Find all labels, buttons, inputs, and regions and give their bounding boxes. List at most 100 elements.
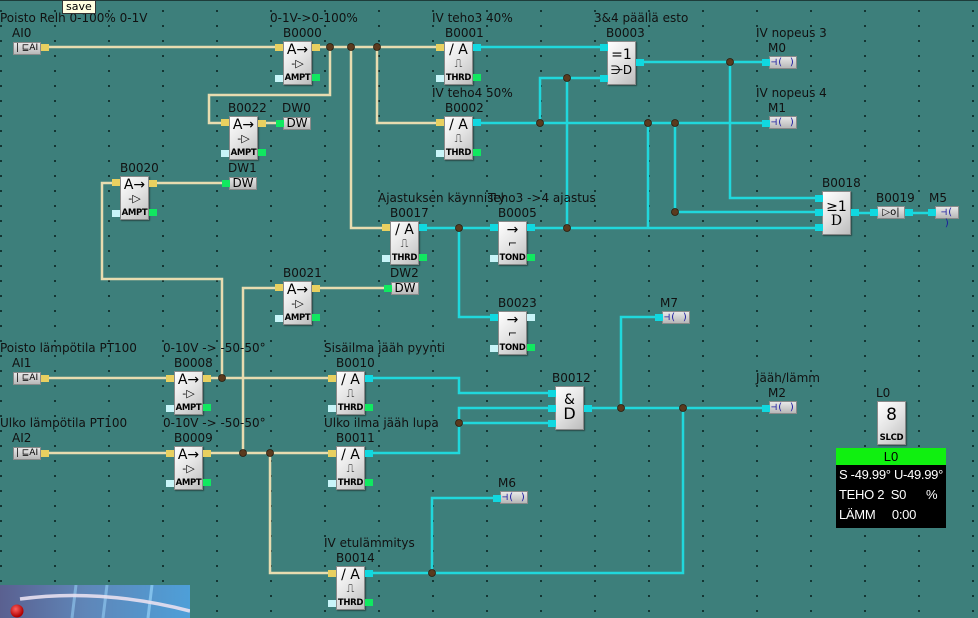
b0011-param-pin[interactable]	[328, 480, 336, 487]
b0002-param-pin[interactable]	[436, 150, 444, 157]
wire-m0-b0018[interactable]	[728, 62, 816, 200]
m0-coil[interactable]: ⊣( )	[769, 56, 797, 69]
wire-b0014-m2[interactable]	[373, 408, 685, 575]
wire-b0002-b0003[interactable]	[538, 76, 601, 123]
b0009-input-pin[interactable]	[166, 450, 174, 457]
b0001-param-pin[interactable]	[436, 75, 444, 82]
m1-coil[interactable]: ⊣( )	[769, 116, 797, 129]
b0005-status-pin[interactable]	[527, 254, 535, 261]
b0001-threshold-block[interactable]: / A ⎍ THRD	[444, 41, 473, 85]
ai1-output-pin[interactable]	[41, 375, 49, 382]
wire-b0010-b0012[interactable]	[373, 376, 549, 395]
b0019-not-block[interactable]: ▷o|	[877, 206, 905, 219]
b0023-on-delay-block[interactable]: → ⌐ TOND	[498, 311, 527, 355]
wire-b0017-b0023[interactable]	[457, 228, 491, 319]
wire-b0000-b0022[interactable]	[207, 47, 332, 125]
wire-b0011-b0012[interactable]	[373, 406, 549, 455]
m1-input-pin[interactable]	[762, 120, 770, 127]
b0023-status-pin[interactable]	[527, 344, 535, 351]
b0012-input-2-pin[interactable]	[548, 405, 556, 412]
b0000-amplifier-block[interactable]: A→ -▷ AMPT	[283, 41, 312, 85]
b0012-output-pin[interactable]	[584, 405, 592, 412]
ai1-block[interactable]: | ⊑AI	[13, 372, 41, 385]
b0002-threshold-block[interactable]: / A ⎍ THRD	[444, 116, 473, 160]
b0009-status-pin[interactable]	[203, 479, 211, 486]
dw0-block[interactable]: DW	[283, 117, 311, 130]
b0005-on-delay-block[interactable]: → ⌐ TOND	[498, 221, 527, 265]
b0002-status-pin[interactable]	[473, 149, 481, 156]
wire-b0014-m6[interactable]	[430, 496, 494, 573]
b0022-status-pin[interactable]	[258, 149, 266, 156]
b0022-amplifier-block[interactable]: A→ -▷ AMPT	[229, 116, 258, 160]
wire-b0009-b0014[interactable]	[268, 453, 329, 575]
ai0-output-pin[interactable]	[41, 44, 49, 51]
b0023-param-pin[interactable]	[490, 345, 498, 352]
wire-b0009-b0021[interactable]	[241, 286, 276, 453]
b0017-status-pin[interactable]	[419, 254, 427, 261]
dw1-input-pin[interactable]	[222, 180, 230, 187]
b0012-input-1-pin[interactable]	[548, 390, 556, 397]
b0022-output-pin[interactable]	[258, 120, 266, 127]
b0023-output-pin[interactable]	[527, 314, 535, 321]
m6-input-pin[interactable]	[493, 495, 501, 502]
b0010-input-pin[interactable]	[328, 375, 336, 382]
b0014-threshold-block[interactable]: / A ⎍ THRD	[336, 566, 365, 610]
dw1-block[interactable]: DW	[229, 177, 257, 190]
b0012-input-3-pin[interactable]	[548, 420, 556, 427]
b0012-and-block[interactable]: & D	[555, 386, 584, 430]
b0021-status-pin[interactable]	[312, 314, 320, 321]
b0014-param-pin[interactable]	[328, 600, 336, 607]
b0010-param-pin[interactable]	[328, 405, 336, 412]
b0005-input-pin[interactable]	[490, 224, 498, 231]
wire-b0000-b0002[interactable]	[375, 47, 437, 125]
b0003-input-2-pin[interactable]	[600, 75, 608, 82]
b0022-param-pin[interactable]	[221, 150, 229, 157]
b0011-input-pin[interactable]	[328, 450, 336, 457]
wire-b0012-m7[interactable]	[619, 315, 657, 408]
b0001-status-pin[interactable]	[473, 74, 481, 81]
m0-input-pin[interactable]	[762, 59, 770, 66]
b0003-xor-block[interactable]: =1 ⋺D	[607, 41, 636, 85]
b0009-amplifier-block[interactable]: A→ -▷ AMPT	[174, 446, 203, 490]
b0008-output-pin[interactable]	[203, 375, 211, 382]
b0010-status-pin[interactable]	[365, 404, 373, 411]
b0021-param-pin[interactable]	[275, 315, 283, 322]
b0018-output-pin[interactable]	[851, 209, 859, 216]
ai0-block[interactable]: | ⊑AI	[13, 42, 41, 55]
b0021-output-pin[interactable]	[312, 285, 320, 292]
b0014-input-pin[interactable]	[328, 570, 336, 577]
b0021-amplifier-block[interactable]: A→ -▷ AMPT	[283, 281, 312, 325]
b0010-threshold-block[interactable]: / A ⎍ THRD	[336, 371, 365, 415]
ai2-output-pin[interactable]	[41, 450, 49, 457]
b0014-output-pin[interactable]	[365, 570, 373, 577]
b0020-input-pin[interactable]	[112, 179, 120, 186]
b0017-input-pin[interactable]	[382, 224, 390, 231]
b0008-amplifier-block[interactable]: A→ -▷ AMPT	[174, 371, 203, 415]
b0021-input-pin[interactable]	[275, 284, 283, 291]
dw2-block[interactable]: DW	[391, 282, 419, 295]
dw2-input-pin[interactable]	[384, 285, 392, 292]
m6-coil[interactable]: ⊣( )	[500, 491, 528, 504]
b0023-input-pin[interactable]	[490, 314, 498, 321]
b0020-output-pin[interactable]	[149, 180, 157, 187]
b0011-threshold-block[interactable]: / A ⎍ THRD	[336, 446, 365, 490]
l0-slcd-block[interactable]: 8 SLCD	[877, 401, 906, 445]
ai2-block[interactable]: | ⊑AI	[13, 447, 41, 460]
b0002-input-pin[interactable]	[436, 119, 444, 126]
m5-coil[interactable]: ⊣( )	[935, 206, 959, 229]
m5-input-pin[interactable]	[928, 209, 936, 216]
b0020-amplifier-block[interactable]: A→ -▷ AMPT	[120, 176, 149, 220]
b0008-input-pin[interactable]	[166, 375, 174, 382]
dw0-input-pin[interactable]	[276, 120, 284, 127]
b0000-input-pin[interactable]	[275, 44, 283, 51]
b0001-input-pin[interactable]	[436, 44, 444, 51]
b0018-input-2-pin[interactable]	[815, 209, 823, 216]
b0017-param-pin[interactable]	[382, 255, 390, 262]
m7-input-pin[interactable]	[655, 314, 663, 321]
wire-b0008-b0020[interactable]	[100, 181, 224, 378]
m2-coil[interactable]: ⊣( )	[769, 401, 797, 414]
b0000-output-pin[interactable]	[312, 44, 320, 51]
b0019-input-pin[interactable]	[870, 209, 878, 216]
b0009-output-pin[interactable]	[203, 450, 211, 457]
